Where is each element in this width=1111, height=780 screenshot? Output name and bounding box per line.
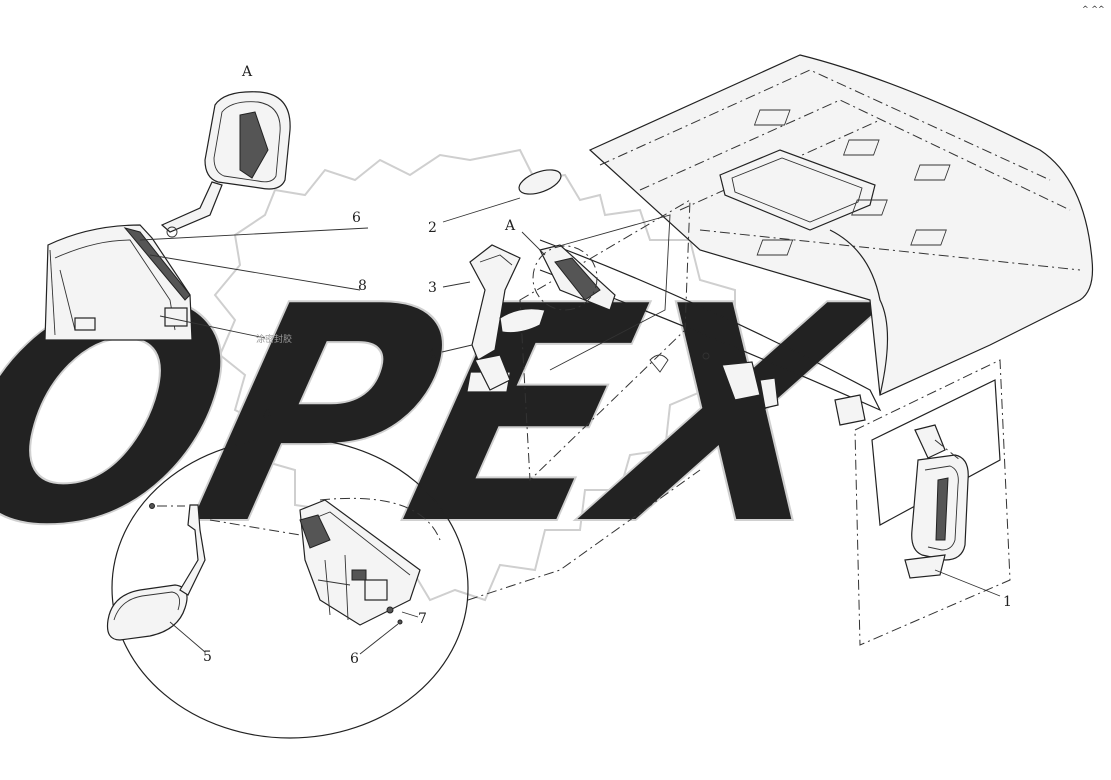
corner-mark: ^ ^^ [1082,5,1105,14]
part-2 [518,169,562,195]
callout-3: 3 [428,280,437,296]
right-door [854,359,1011,646]
callout-a-circle [532,245,598,311]
callout-5: 6 [350,651,359,667]
left-door [519,199,691,482]
mirror-arm-top [160,181,223,233]
callout-6: 7 [418,611,427,627]
callout-4: 4 [428,346,437,362]
sealant-note: 涂密封胶 [256,333,292,345]
part-4 [499,308,546,334]
cab-assembly: 2 3 4 A 1 [428,54,1094,646]
sunroof [719,149,876,231]
detail-circle [111,437,469,739]
detail-a-bottom-label: A [261,406,273,422]
detail-a-top: A 6 8 涂密封胶 [44,64,369,345]
cab-corner-detail [299,499,421,626]
callout-8: 8 [358,278,367,294]
watermark-gear [213,148,736,602]
cab-front-top [539,239,882,412]
small-mirror [106,584,188,641]
callout-2: 2 [428,220,437,236]
callout-1: 1 [1003,594,1012,610]
detail-a-bottom: A 5 6 7 [106,406,469,739]
detail-a-top-label: A [241,64,253,80]
callout-7: 6 [352,210,361,226]
callout-4-detail: 5 [203,649,212,665]
part-3 [469,244,521,361]
callout-a-cab: A [504,218,516,234]
cab-roof [588,54,1094,396]
